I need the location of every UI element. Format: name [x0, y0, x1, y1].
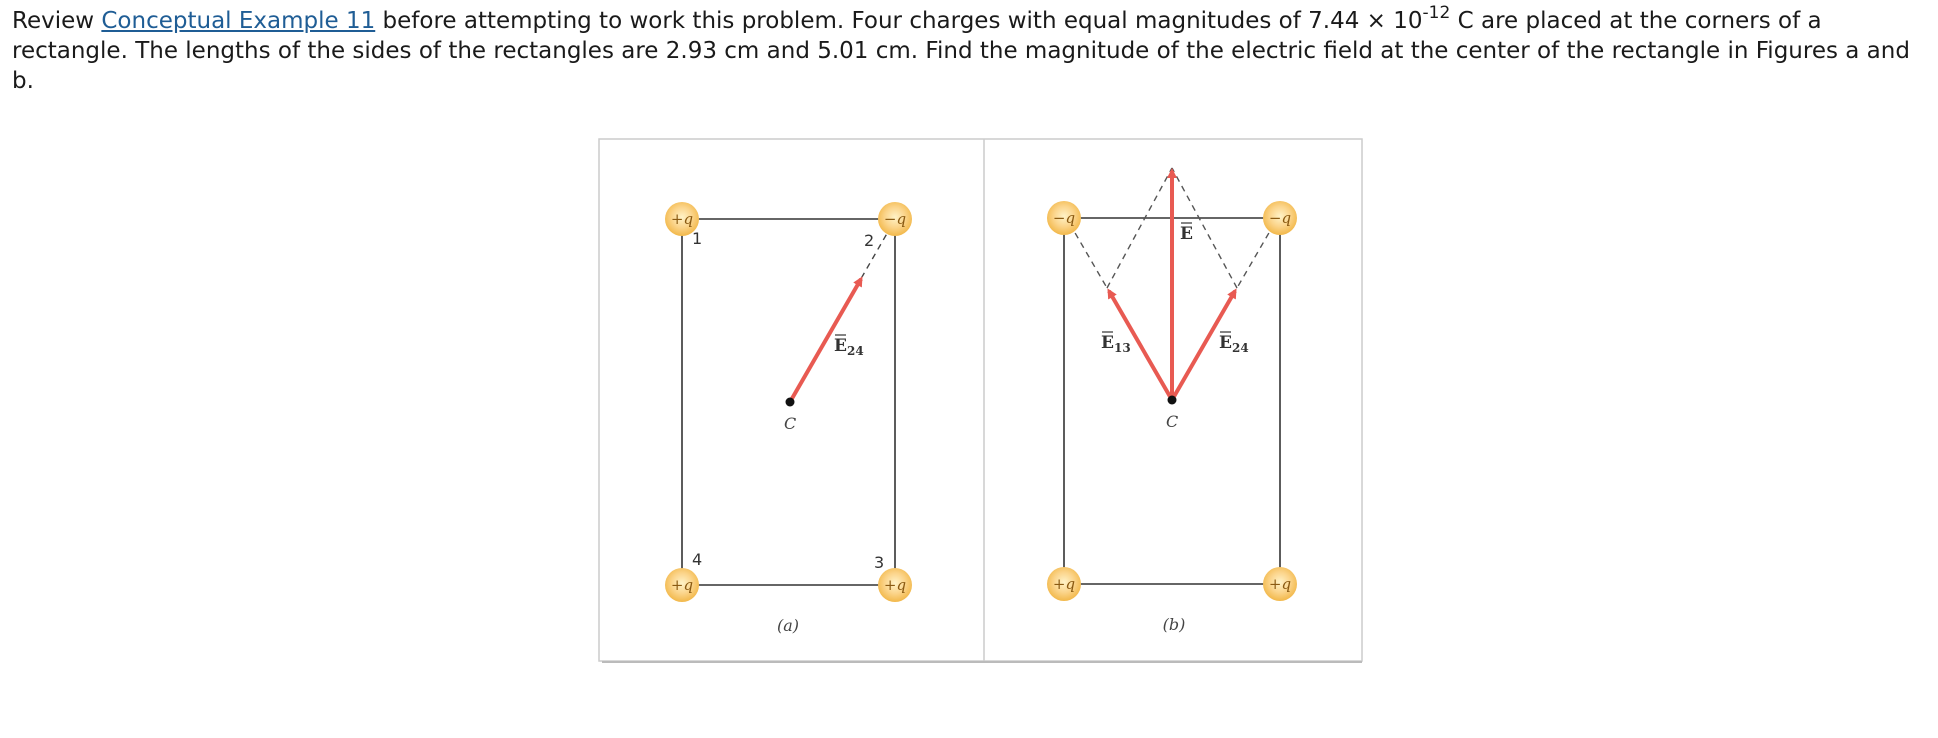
panel-a-charge-bottom-right-label: +q: [884, 576, 906, 594]
panel-a-caption: (a): [777, 616, 799, 635]
panel-b-e24-arrow: [1170, 288, 1237, 402]
panel-b-e13-label: E13: [1101, 333, 1131, 355]
panel-a-corner-3: 3: [874, 553, 884, 572]
problem-text-intro: Review: [12, 8, 102, 34]
panel-b-e13-subscript: 13: [1114, 341, 1131, 355]
panel-b-net-e-label: E: [1180, 224, 1193, 244]
panel-b-charge-top-left-label: −q: [1053, 209, 1075, 227]
panel-b-charge-bottom-left-circle: [1047, 567, 1081, 601]
panel-b-e13-symbol: E: [1101, 333, 1114, 353]
panel-a-charge-top-left: +q: [665, 202, 699, 236]
panel-a-e24-symbol: E: [834, 336, 847, 356]
panel-a-corner-1: 1: [692, 229, 702, 248]
problem-text-body: before attempting to work this problem. …: [375, 8, 1423, 34]
figure-svg: C E24 1 2 3 4 +q −q +q: [598, 138, 1363, 663]
figure-frame: [598, 138, 1363, 662]
panel-a-charge-top-right-label: −q: [884, 210, 906, 228]
panel-a-charge-top-right: −q: [878, 202, 912, 236]
problem-text-rest: C are placed at the corners of a rectang…: [12, 8, 1910, 94]
panel-b-dashed-e13-to-e: [1106, 167, 1173, 289]
panel-a-charge-top-left-label: +q: [671, 210, 693, 228]
panel-b-charge-top-right: −q: [1263, 201, 1297, 235]
panel-a-corner-4: 4: [692, 550, 702, 569]
panel-b-charge-top-right-circle: [1263, 201, 1297, 235]
panel-a-charge-bottom-left-circle: [665, 568, 699, 602]
rectangle-charges-figure: C E24 1 2 3 4 +q −q +q: [598, 138, 1364, 664]
panel-b: C E13 E24 E −q −q +q +q: [1047, 167, 1297, 634]
panel-b-charge-top-left-circle: [1047, 201, 1081, 235]
conceptual-example-link[interactable]: Conceptual Example 11: [101, 8, 376, 34]
panel-a-charge-bottom-right: +q: [878, 568, 912, 602]
panel-b-e24-subscript: 24: [1232, 341, 1249, 355]
panel-a-charge-bottom-left-label: +q: [671, 576, 693, 594]
panel-a-e24-label: E24: [834, 336, 864, 358]
panel-a: C E24 1 2 3 4 +q −q +q: [665, 202, 912, 635]
charge-exponent: -12: [1422, 3, 1451, 24]
panel-a-charge-bottom-right-circle: [878, 568, 912, 602]
panel-b-charge-bottom-right-circle: [1263, 567, 1297, 601]
panel-a-e24-subscript: 24: [847, 344, 864, 358]
panel-b-net-e-symbol: E: [1180, 224, 1193, 244]
panel-b-center-label: C: [1166, 412, 1178, 431]
panel-b-e24-label: E24: [1219, 333, 1249, 355]
panel-a-center-point: [785, 397, 795, 407]
panel-b-dashed-e24-to-e: [1171, 167, 1238, 289]
panel-a-charge-top-right-circle: [878, 202, 912, 236]
panel-b-charge-top-right-label: −q: [1269, 209, 1291, 227]
panel-a-charge-bottom-left: +q: [665, 568, 699, 602]
panel-b-charge-bottom-right: +q: [1263, 567, 1297, 601]
problem-statement: Review Conceptual Example 11 before atte…: [12, 3, 1926, 96]
panel-b-charge-top-left: −q: [1047, 201, 1081, 235]
panel-a-center-label: C: [784, 414, 796, 433]
panel-b-e24-symbol: E: [1219, 333, 1232, 353]
panel-b-caption: (b): [1163, 615, 1186, 634]
panel-b-e13-arrow: [1107, 288, 1174, 402]
panel-b-charge-bottom-left: +q: [1047, 567, 1081, 601]
panel-a-e24-arrow: [788, 276, 863, 403]
panel-b-charge-bottom-right-label: +q: [1269, 575, 1291, 593]
panel-b-center-point: [1167, 395, 1177, 405]
panel-a-corner-2: 2: [864, 231, 874, 250]
panel-a-charge-top-left-circle: [665, 202, 699, 236]
panel-b-charge-bottom-left-label: +q: [1053, 575, 1075, 593]
